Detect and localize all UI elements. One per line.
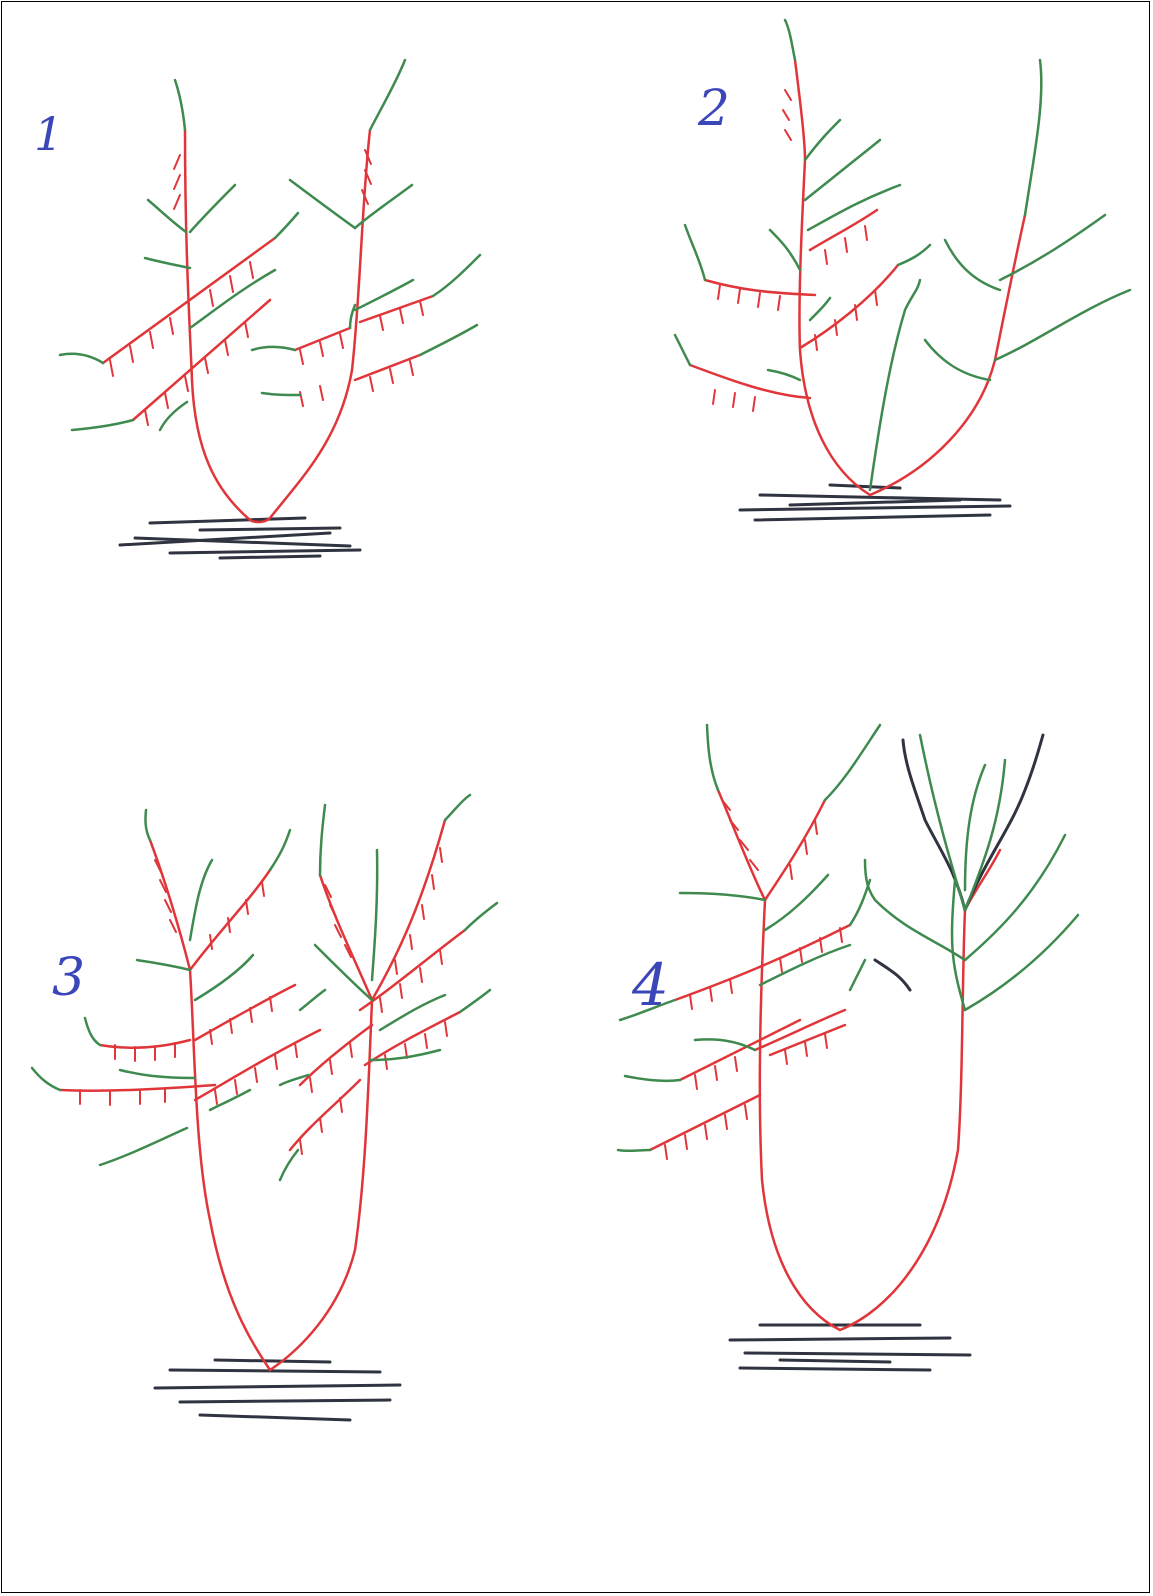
figure-2-leaves <box>675 20 1130 490</box>
figure-2: 2 <box>675 20 1130 520</box>
figure-1-stems <box>103 130 433 522</box>
figure-2-ground <box>740 485 1010 520</box>
figure-1: 1 <box>34 60 480 558</box>
figure-1-hatch <box>110 150 423 425</box>
figure-3-leaves <box>32 795 497 1180</box>
figure-4-ground <box>730 1325 970 1370</box>
figure-1-ground <box>120 518 360 558</box>
figure-1-label: 1 <box>34 107 63 161</box>
figure-3-label: 3 <box>52 948 85 1008</box>
figure-4-leaves <box>618 725 1078 1151</box>
figure-3-ground <box>155 1360 400 1420</box>
figure-2-hatch <box>713 90 877 411</box>
figure-3: 3 <box>32 795 497 1420</box>
figure-3-stems <box>60 820 465 1370</box>
figure-4: 4 <box>618 725 1078 1370</box>
figure-2-label: 2 <box>697 79 730 137</box>
figure-1-leaves <box>60 60 480 430</box>
figure-4-stems <box>650 790 1000 1330</box>
figure-4-hatch <box>665 800 842 1159</box>
figure-4-dark-branches <box>875 735 1043 990</box>
